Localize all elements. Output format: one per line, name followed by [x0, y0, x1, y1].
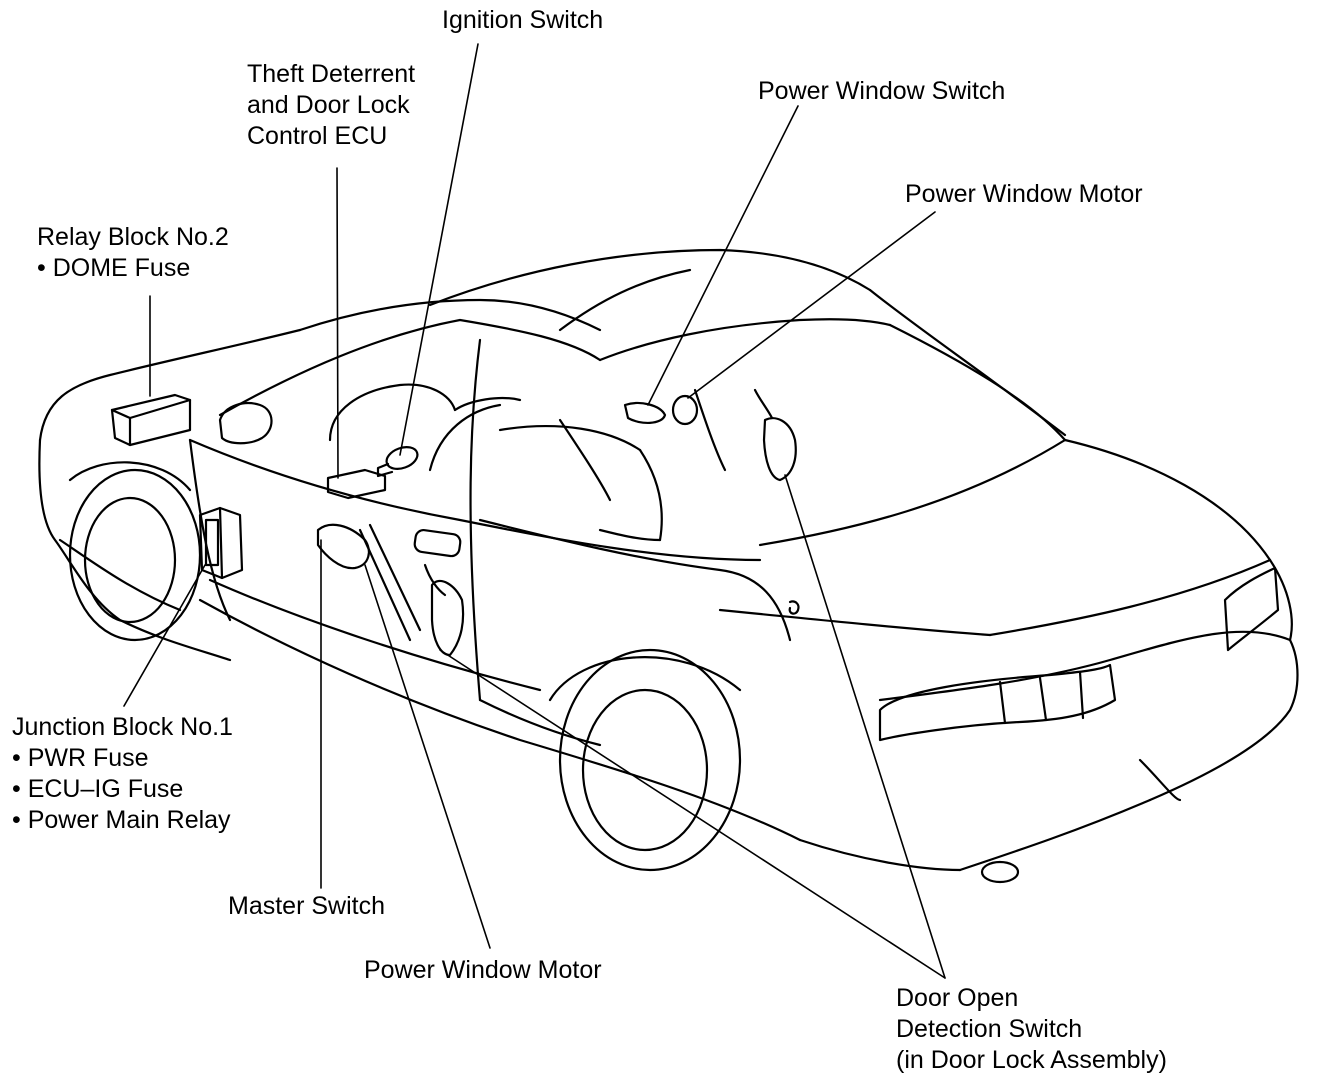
leader-lines [123, 43, 946, 979]
components [110, 388, 797, 657]
label-door-open-detection-switch: Door Open Detection Switch (in Door Lock… [896, 984, 1167, 1074]
car-body-outline [38, 248, 1299, 884]
label-relay-block: Relay Block No.2 • DOME Fuse [37, 223, 229, 282]
label-ignition-switch: Ignition Switch [442, 6, 604, 34]
label-master-switch: Master Switch [228, 892, 385, 920]
label-power-window-motor-rear: Power Window Motor [905, 180, 1143, 208]
label-theft-deterrent-ecu: Theft Deterrent and Door Lock Control EC… [247, 60, 416, 150]
label-junction-block: Junction Block No.1 • PWR Fuse • ECU–IG … [12, 713, 233, 834]
label-power-window-motor-front: Power Window Motor [364, 956, 602, 984]
label-power-window-switch: Power Window Switch [758, 77, 1006, 105]
